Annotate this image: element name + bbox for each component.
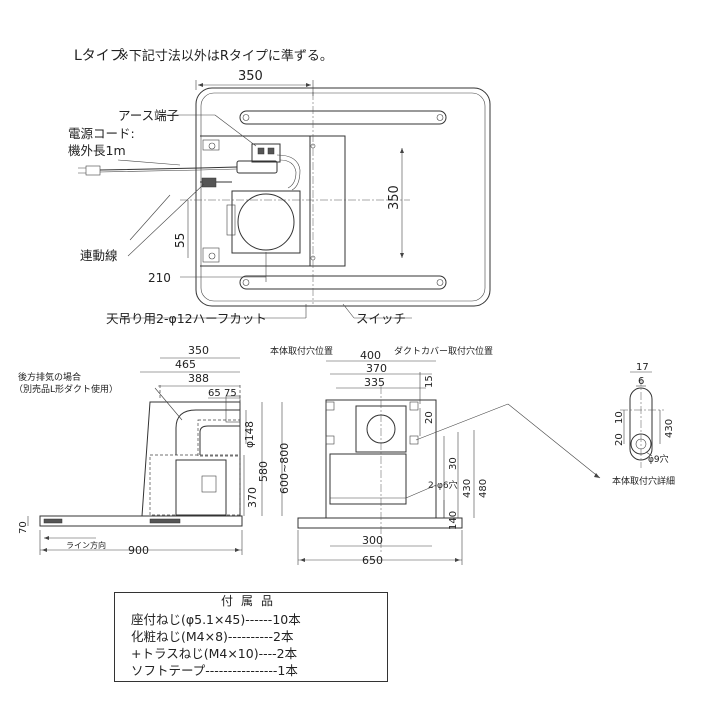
dim-600-800: 600~800 [278,443,291,494]
dim-465: 465 [175,358,196,371]
dim-650: 650 [362,554,383,567]
dim-388: 388 [188,372,209,385]
accessories-box: 付属品 座付ねじ(φ5.1×45)------10本 化粧ねじ(M4×8)---… [114,592,388,682]
dim-370-front: 370 [366,362,387,375]
dim-580: 580 [257,461,270,482]
label-phi9-hole: φ9穴 [648,453,669,465]
dim-430-front: 430 [462,479,473,498]
label-hanging-holes: 天吊り用2-φ12ハーフカット [106,311,267,326]
dim-350-height: 350 [387,185,402,210]
detail-view: 17 6 20 10 430 φ9穴 本体取付穴詳細 [612,362,675,487]
side-view: 350 465 388 65 75 φ148 580 600~800 370 7… [14,344,291,557]
label-mount-hole-detail: 本体取付穴詳細 [612,475,675,487]
dim-20: 20 [424,411,435,424]
label-line-direction: ライン方向 [66,540,106,550]
top-plate-outline [195,87,491,307]
dim-210: 210 [148,271,171,285]
dim-430-detail: 430 [664,419,675,438]
header-note: ※下記寸法以外はRタイプに準ずる。 [118,48,333,64]
accessory-item: +トラスねじ(M4×10)----2本 [131,646,298,661]
accessories-title: 付属品 [220,594,281,608]
top-slot [239,110,447,125]
earth-terminal-box [251,143,281,163]
dim-480: 480 [478,479,489,498]
label-power-cord-length: 機外長1m [68,143,126,158]
side-base [39,515,243,527]
dim-17: 17 [636,362,649,373]
dim-6: 6 [638,376,644,387]
dim-370: 370 [246,487,259,508]
bottom-slot [239,275,447,290]
dim-75: 75 [224,388,237,399]
top-view: 350 350 55 210 アース端子 電源コード: 機外長1m 連動線 天吊… [68,69,491,326]
label-power-cord: 電源コード: [68,126,135,141]
label-switch: スイッチ [356,311,406,326]
dim-350: 350 [188,344,209,357]
dim-65: 65 [208,388,221,399]
accessory-item: 座付ねじ(φ5.1×45)------10本 [131,612,301,627]
label-earth-terminal: アース端子 [118,108,179,123]
dim-335: 335 [364,376,385,389]
type-label: Lタイプ [74,48,124,64]
dim-300: 300 [362,534,383,547]
front-view: 400 370 335 15 20 30 430 480 140 2-φ6穴 3… [270,345,601,567]
accessory-item: 化粧ねじ(M4×8)----------2本 [131,629,294,644]
label-body-mount-holes: 本体取付穴位置 [270,345,333,357]
dim-phi148: φ148 [244,421,256,448]
dim-55: 55 [173,233,187,248]
dim-900: 900 [128,544,149,557]
accessory-item: ソフトテープ----------------1本 [131,663,298,678]
dim-70: 70 [18,521,29,534]
front-base [297,517,463,529]
label-duct-cover-holes: ダクトカバー取付穴位置 [394,345,493,357]
dim-15: 15 [424,375,435,388]
label-2phi6-holes: 2-φ6穴 [428,479,458,491]
duct-opening [237,193,295,251]
label-rear-exhaust: 後方排気の場合 [18,371,81,383]
dim-20-detail: 20 [614,433,625,446]
dim-350-width: 350 [238,69,263,84]
label-rear-exhaust-note: （別売品L形ダクト使用） [14,383,118,395]
dim-10: 10 [614,411,625,424]
dim-400: 400 [360,349,381,362]
dim-140: 140 [448,511,459,530]
label-link-wire: 連動線 [80,248,118,263]
dim-30: 30 [448,457,459,470]
